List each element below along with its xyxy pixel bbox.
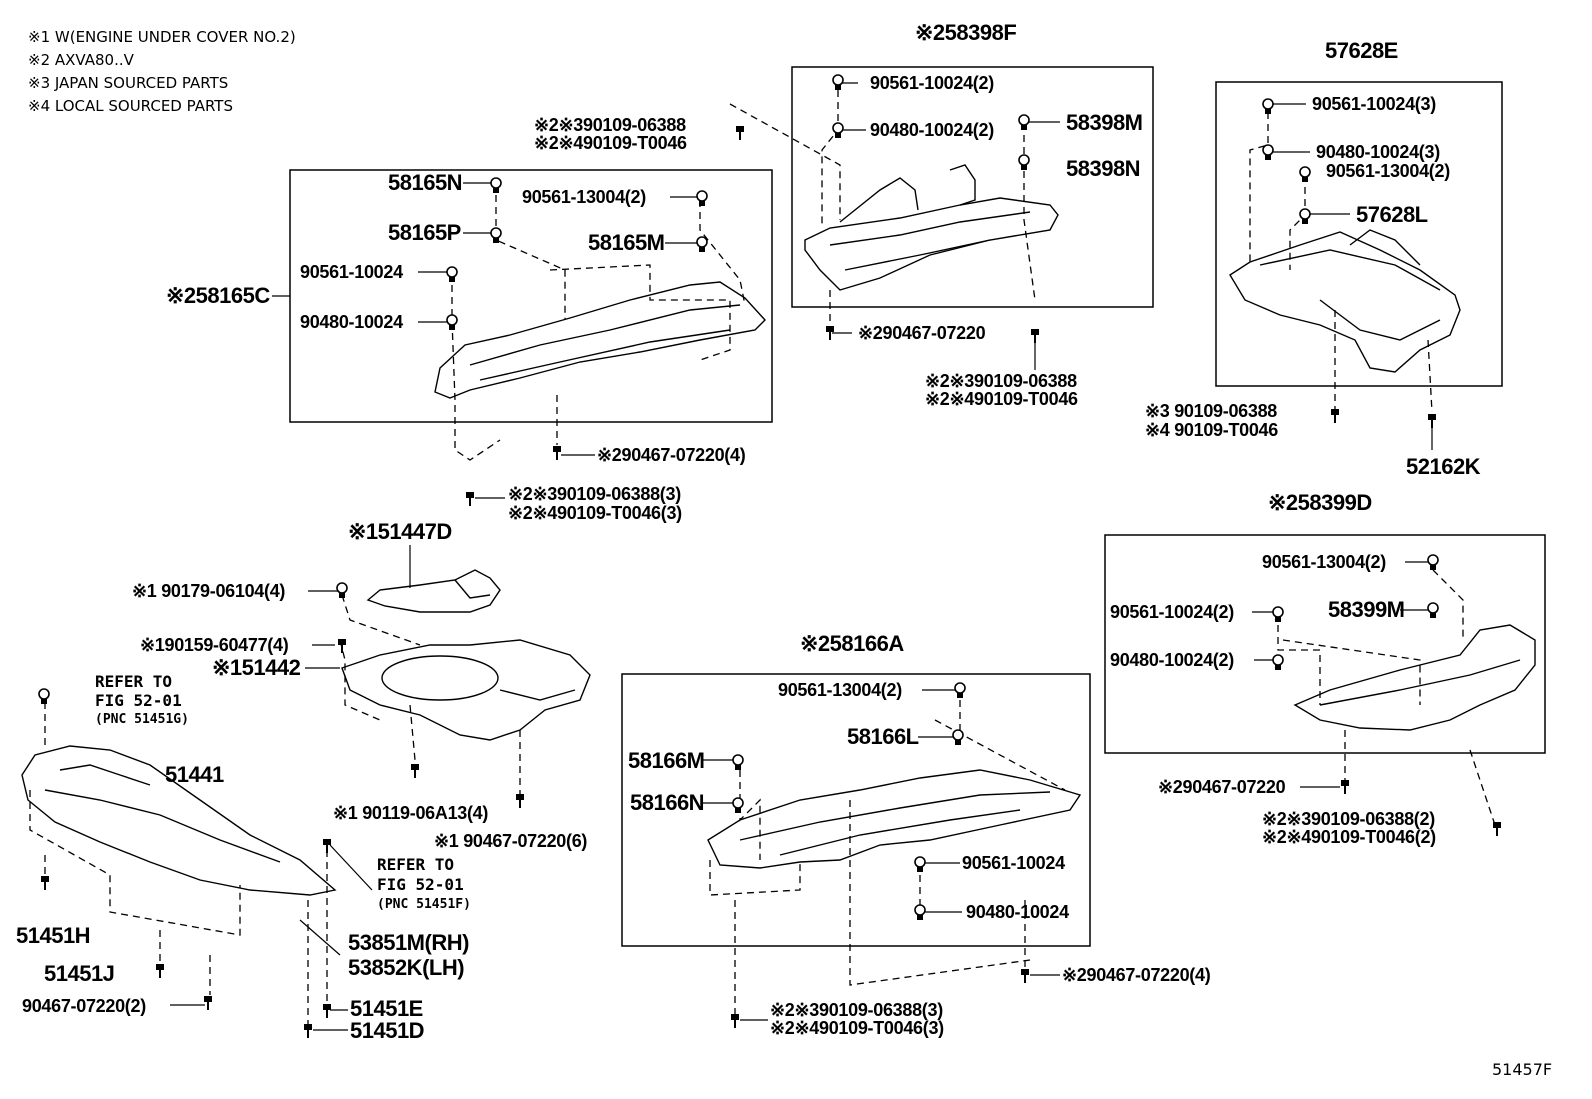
part-label: 90480-10024 bbox=[966, 902, 1069, 922]
part-label: 90561-13004(2) bbox=[1326, 161, 1450, 181]
part-label: 90480-10024 bbox=[300, 312, 403, 332]
part-label: 53852K(LH) bbox=[348, 955, 465, 980]
part-label: 58166L bbox=[847, 724, 919, 749]
part-label: ※2※390109-06388(2) bbox=[1262, 809, 1435, 829]
part-label: ※290467-07220 bbox=[1158, 777, 1286, 797]
part-label: 90480-10024(2) bbox=[870, 120, 994, 140]
part-label: 90561-10024(2) bbox=[870, 73, 994, 93]
part-label: 90561-10024 bbox=[300, 262, 403, 282]
cover-58165C-shape bbox=[434, 281, 766, 399]
part-label: 58398N bbox=[1066, 156, 1141, 181]
part-label: 90561-10024 bbox=[962, 853, 1065, 873]
part-label: ※2※390109-06388(3) bbox=[508, 484, 681, 504]
part-label: ※2※390109-06388(3) bbox=[770, 1000, 943, 1020]
part-label: ※2※490109-T0046(3) bbox=[508, 503, 682, 523]
part-label: ※290467-07220(4) bbox=[1062, 965, 1211, 985]
part-label: ※290467-07220 bbox=[858, 323, 986, 343]
diagram-code: 51457F bbox=[1492, 1060, 1553, 1079]
part-label: ※2※390109-06388 bbox=[534, 115, 686, 135]
part-label: 90561-10024(3) bbox=[1312, 94, 1436, 114]
part-label: 90561-13004(2) bbox=[522, 187, 646, 207]
part-label: ※3 90109-06388 bbox=[1145, 401, 1277, 421]
box-58399D bbox=[1104, 534, 1546, 754]
part-label: ※2※490109-T0046(2) bbox=[1262, 827, 1436, 847]
part-label: 90467-07220(2) bbox=[22, 996, 146, 1016]
note-4: ※4 LOCAL SOURCED PARTS bbox=[28, 97, 233, 115]
note-1: ※1 W(ENGINE UNDER COVER NO.2) bbox=[28, 28, 296, 46]
box-57628E bbox=[1215, 81, 1503, 387]
part-label: 90561-13004(2) bbox=[1262, 552, 1386, 572]
part-label: 58398M bbox=[1066, 110, 1143, 135]
box-58165C bbox=[289, 169, 773, 423]
title-58166A: ※258166A bbox=[800, 631, 904, 656]
part-label: ※2※490109-T0046 bbox=[534, 133, 687, 153]
cover-57628E-shape bbox=[1229, 229, 1461, 373]
refer-text: FIG 52-01 bbox=[377, 875, 464, 894]
refer-text: FIG 52-01 bbox=[95, 691, 182, 710]
part-label: ※190159-60477(4) bbox=[140, 635, 289, 655]
part-label: 52162K bbox=[1406, 454, 1481, 479]
cover-51441-shape bbox=[21, 745, 337, 896]
title-51441: 51441 bbox=[165, 762, 224, 787]
part-label: ※290467-07220(4) bbox=[597, 445, 746, 465]
box-58166A bbox=[621, 673, 1091, 947]
title-58165C: ※258165C bbox=[166, 283, 270, 308]
part-label: 90480-10024(3) bbox=[1316, 142, 1440, 162]
cover-51442-shape bbox=[341, 639, 591, 741]
part-label: 53851M(RH) bbox=[348, 930, 469, 955]
part-label: 58166M bbox=[628, 748, 705, 773]
note-2: ※2 AXVA80..V bbox=[28, 51, 134, 69]
title-58399D: ※258399D bbox=[1268, 490, 1372, 515]
part-label: ※151442 bbox=[212, 655, 301, 680]
part-label: ※1 90467-07220(6) bbox=[434, 831, 588, 851]
part-label: 57628L bbox=[1356, 202, 1428, 227]
part-label: 51451J bbox=[44, 961, 115, 986]
part-label: 58165M bbox=[588, 230, 665, 255]
part-label: 58399M bbox=[1328, 597, 1405, 622]
part-label: 90480-10024(2) bbox=[1110, 650, 1234, 670]
cover-58398F-shape bbox=[804, 164, 1059, 291]
part-label: 58165P bbox=[388, 220, 461, 245]
note-3: ※3 JAPAN SOURCED PARTS bbox=[28, 74, 229, 92]
part-label: 51451D bbox=[350, 1018, 425, 1043]
refer-text: REFER TO bbox=[377, 855, 455, 874]
part-label: 90561-13004(2) bbox=[778, 680, 902, 700]
part-label: 51451H bbox=[16, 923, 91, 948]
refer-text: (PNC 51451G) bbox=[95, 712, 189, 727]
title-51447D: ※151447D bbox=[348, 519, 452, 544]
title-57628E: 57628E bbox=[1325, 38, 1398, 63]
part-label: ※4 90109-T0046 bbox=[1145, 420, 1278, 440]
refer-text: REFER TO bbox=[95, 672, 173, 691]
part-label: ※1 90179-06104(4) bbox=[132, 581, 286, 601]
box-58398F bbox=[791, 66, 1154, 308]
cover-58166A-shape bbox=[707, 769, 1082, 869]
cover-51447D-shape bbox=[366, 569, 501, 613]
part-label: ※2※490109-T0046(3) bbox=[770, 1018, 944, 1038]
title-58398F: ※258398F bbox=[915, 20, 1017, 45]
part-label: ※1 90119-06A13(4) bbox=[333, 803, 489, 823]
part-label: 51451E bbox=[350, 996, 423, 1021]
part-label: 58165N bbox=[388, 170, 463, 195]
refer-text: (PNC 51451F) bbox=[377, 897, 471, 912]
cover-58399D-shape bbox=[1293, 624, 1536, 731]
part-label: 58166N bbox=[630, 790, 705, 815]
part-label: 90561-10024(2) bbox=[1110, 602, 1234, 622]
part-label: ※2※490109-T0046 bbox=[925, 389, 1078, 409]
part-label: ※2※390109-06388 bbox=[925, 371, 1077, 391]
